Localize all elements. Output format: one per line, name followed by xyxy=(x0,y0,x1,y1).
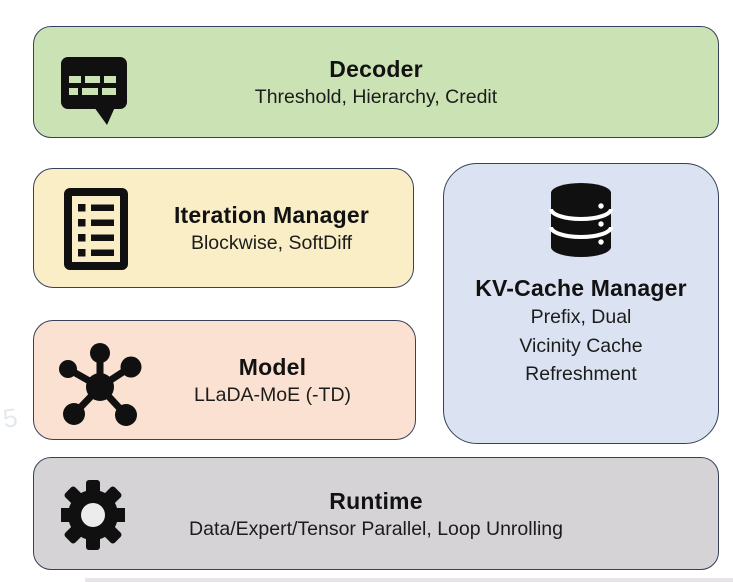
kv-cache-subtitle-line: Refreshment xyxy=(525,363,637,385)
runtime-subtitle: Data/Expert/Tensor Parallel, Loop Unroll… xyxy=(189,517,563,540)
chat-bubble-icon xyxy=(57,49,131,125)
block-decoder: Decoder Threshold, Hierarchy, Credit xyxy=(33,26,719,138)
block-runtime: Runtime Data/Expert/Tensor Parallel, Loo… xyxy=(33,457,719,570)
watermark-fragment: 5 xyxy=(0,402,20,434)
decoder-title: Decoder xyxy=(329,56,423,82)
runtime-title: Runtime xyxy=(329,487,423,514)
model-title: Model xyxy=(238,354,307,380)
iteration-manager-title: Iteration Manager xyxy=(173,202,370,228)
block-kv-cache-manager: KV-Cache Manager Prefix, Dual Vicinity C… xyxy=(443,163,719,444)
kv-cache-subtitle-line: Vicinity Cache xyxy=(519,334,643,357)
kv-cache-manager-title: KV-Cache Manager xyxy=(475,275,687,301)
network-graph-icon xyxy=(56,339,144,427)
block-model: Model LLaDA-MoE (-TD) xyxy=(33,320,416,440)
decoder-subtitle: Threshold, Hierarchy, Credit xyxy=(254,86,498,108)
decoder-text: Decoder Threshold, Hierarchy, Credit xyxy=(34,27,718,137)
iteration-manager-subtitle: Blockwise, SoftDiff xyxy=(190,232,353,254)
model-text: Model LLaDA-MoE (-TD) xyxy=(134,321,411,439)
kv-cache-manager-text: KV-Cache Manager Prefix, Dual Vicinity C… xyxy=(475,273,687,389)
iteration-manager-text: Iteration Manager Blockwise, SoftDiff xyxy=(134,169,409,287)
runtime-text: Runtime Data/Expert/Tensor Parallel, Loo… xyxy=(34,458,718,569)
cropped-element-edge xyxy=(85,578,733,582)
database-icon xyxy=(543,181,619,259)
kv-cache-subtitle-line: Prefix, Dual xyxy=(530,306,632,328)
model-subtitle: LLaDA-MoE (-TD) xyxy=(193,384,352,406)
gear-icon xyxy=(58,479,128,551)
block-iteration-manager: Iteration Manager Blockwise, SoftDiff xyxy=(33,168,414,288)
checklist-icon xyxy=(63,187,129,271)
